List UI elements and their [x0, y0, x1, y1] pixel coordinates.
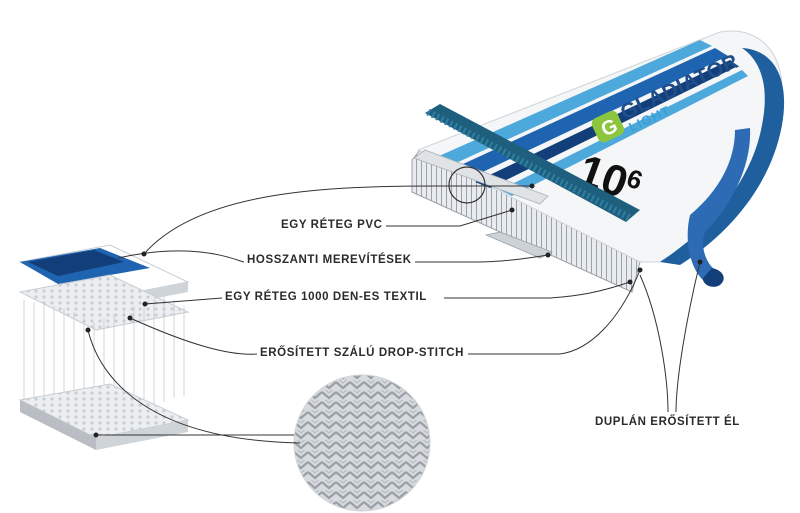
textile-magnifier: [293, 374, 431, 512]
board-nose: G GLADIATOR LIGHT 10 6: [411, 30, 785, 293]
label-stringers: HOSSZANTI MEREVÍTÉSEK: [244, 254, 415, 266]
label-reinforced-rail: DUPLÁN ERŐSÍTETT ÉL: [592, 416, 743, 428]
leader-dots: [85, 183, 703, 438]
pvc-layer-strip: [413, 149, 549, 205]
label-drop-stitch: ERŐSÍTETT SZÁLÚ DROP-STITCH: [257, 347, 468, 359]
label-textile-layer: EGY RÉTEG 1000 DEN-ES TEXTIL: [222, 291, 430, 303]
label-pvc-layer: EGY RÉTEG PVC: [278, 219, 386, 231]
stringer-strip: [484, 231, 553, 259]
bottom-pvc-skin: [20, 400, 96, 450]
board-magnifier-ring: [448, 166, 486, 204]
textile-top-layer: [18, 274, 190, 331]
board-outer-rail-strip: [687, 128, 751, 280]
leader-lines: [87, 185, 701, 444]
material-layers: [18, 244, 190, 450]
deck-pad-grooves: [426, 108, 632, 222]
board-rail-edge: [660, 48, 785, 265]
